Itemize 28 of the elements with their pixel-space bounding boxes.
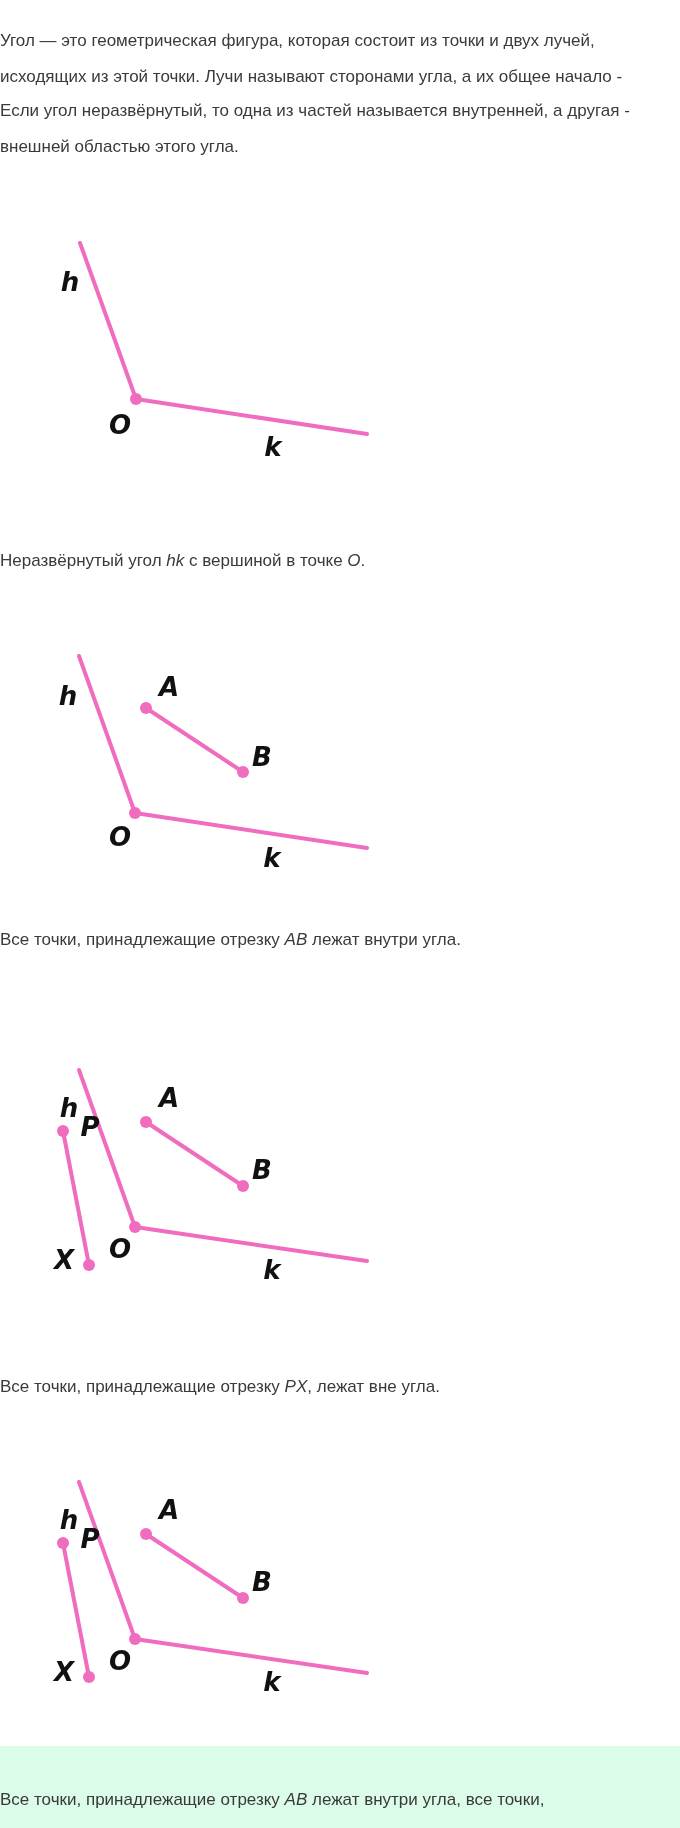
point-label: k xyxy=(263,1669,281,1695)
point-label: O xyxy=(108,412,132,438)
text-paragraph: Если угол неразвёрнутый, то одна из частей называется внутренней, а другая - внешней областью этого угла. xyxy=(0,100,631,158)
point-label: k xyxy=(263,845,281,871)
text-paragraph: Угол — это геометрическая фигура, которая состоит из точки и двух лучей, исходящих из этой точки. Лучи называют сторонами угла, а их общее начало - xyxy=(0,30,624,88)
point-label: h xyxy=(58,683,78,709)
text-paragraph: Неразвёрнутый угол hk с вершиной в точке O. xyxy=(0,550,367,572)
point-label: B xyxy=(252,1569,272,1595)
point-label: k xyxy=(263,1257,281,1283)
text-paragraph: Все точки, принадлежащие отрезку AB лежат внутри угла, все точки, xyxy=(0,1789,546,1811)
point-label: k xyxy=(264,434,282,460)
point-label: B xyxy=(252,1157,272,1183)
point-label: X xyxy=(54,1247,74,1273)
point-label: h xyxy=(59,1095,79,1121)
point-label: A xyxy=(158,1085,180,1111)
point-label: h xyxy=(60,269,80,295)
point-label: O xyxy=(108,1648,132,1674)
point-label: X xyxy=(54,1659,74,1685)
point-label: A xyxy=(158,674,180,700)
point-label: B xyxy=(252,744,272,770)
text-paragraph: Все точки, принадлежащие отрезку PX, лежат вне угла. xyxy=(0,1376,441,1398)
point-label: O xyxy=(108,824,132,850)
text-paragraph: Все точки, принадлежащие отрезку AB лежат внутри угла. xyxy=(0,929,462,951)
point-label: h xyxy=(59,1507,79,1533)
point-label: P xyxy=(80,1114,100,1140)
point-label: A xyxy=(158,1497,180,1523)
point-label: O xyxy=(108,1236,132,1262)
point-label: P xyxy=(80,1526,100,1552)
